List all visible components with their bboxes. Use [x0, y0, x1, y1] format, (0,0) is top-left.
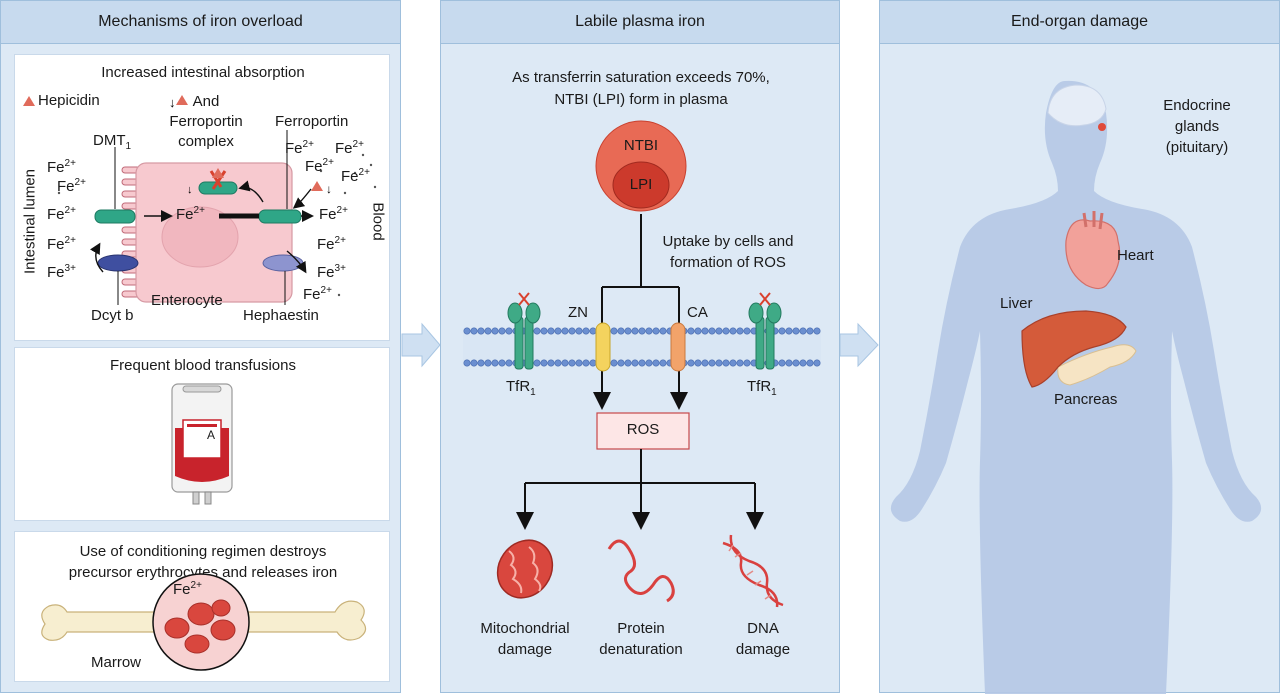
lumen-fe2-2: Fe2+ — [57, 177, 86, 195]
ferroportin-channel — [258, 209, 302, 224]
human-body-silhouette — [890, 80, 1262, 694]
blood-bag-icon — [171, 383, 233, 505]
tfr1-right — [748, 302, 782, 370]
middle-panel-title: Labile plasma iron — [441, 1, 839, 44]
ros-label: ROS — [626, 421, 660, 438]
dmt1-label: DMT1 — [93, 132, 132, 152]
hephaestin-oval — [262, 254, 304, 272]
left-panel-title: Mechanisms of iron overload — [1, 1, 400, 44]
dmt1-channel — [94, 209, 136, 224]
zn-label: ZN — [568, 304, 588, 321]
liver-organ — [1021, 310, 1127, 388]
blood-fe2-5: Fe2+ — [319, 205, 348, 223]
left-panel: Mechanisms of iron overload Increased in… — [0, 0, 401, 693]
outcome-mitochondrial: Mitochondrial damage — [480, 620, 570, 658]
lumen-fe2-3: Fe2+ — [47, 205, 76, 223]
and-ferroportin-complex-label: And Ferroportin complex — [169, 93, 243, 150]
uptake-label: Uptake by cells and formation of ROS — [662, 233, 794, 271]
dcytb-oval — [97, 254, 139, 272]
pancreas-label: Pancreas — [1054, 391, 1118, 408]
blood-fe2-1: Fe2+ — [285, 139, 314, 157]
absorption-heading: Increased intestinal absorption — [101, 64, 305, 81]
blood-fe2-6: Fe2+ — [317, 235, 346, 253]
cytosol-fe2: Fe2+ — [176, 205, 205, 223]
right-panel: End-organ damage Endocrine glands (pitui… — [879, 0, 1280, 694]
hepcidin-triangle — [23, 96, 35, 106]
blood-fe2-3: Fe2+ — [305, 157, 334, 175]
intestinal-absorption-box: Increased intestinal absorption — [14, 54, 390, 341]
liver-label: Liver — [1000, 295, 1033, 312]
right-panel-title: End-organ damage — [880, 1, 1279, 44]
svg-text:↓: ↓ — [326, 182, 332, 196]
hepcidin-label: Hepicidin — [38, 92, 100, 109]
lpi-label: LPI — [629, 176, 653, 193]
conditioning-box: Use of conditioning regimen destroys pre… — [14, 531, 390, 682]
tfr1-left — [507, 302, 541, 370]
pituitary-dot — [1098, 123, 1106, 131]
blood-fe3: Fe3+ — [317, 263, 346, 281]
blood-bag-label: A — [207, 428, 216, 442]
tfr1-left-label: TfR1 — [506, 378, 536, 398]
bone-marrow-icon — [41, 573, 367, 671]
outcome-dna: DNA damage — [735, 620, 791, 658]
blood-fe2-2: Fe2+ — [335, 139, 364, 157]
lumen-fe2-4: Fe2+ — [47, 235, 76, 253]
blood-label: Blood — [369, 202, 387, 241]
dcytb-label: Dcyt b — [91, 307, 134, 324]
marrow-fe2: Fe2+ — [173, 580, 202, 598]
hephaestin-label: Hephaestin — [243, 307, 319, 324]
transfusion-box: Frequent blood transfusions A — [14, 347, 390, 521]
middle-panel: Labile plasma iron As transferrin satura… — [440, 0, 840, 693]
lumen-fe3: Fe3+ — [47, 263, 76, 281]
transfusion-heading: Frequent blood transfusions — [110, 357, 296, 374]
endocrine-label: Endocrine glands (pituitary) — [1163, 97, 1231, 156]
heart-organ — [1065, 211, 1121, 290]
enterocyte-diagram: ↓ ↓ ↓ — [23, 95, 377, 305]
ca-channel — [670, 322, 686, 372]
labile-iron-pathway — [463, 120, 821, 608]
ntbi-label: NTBI — [623, 137, 659, 154]
svg-text:↓: ↓ — [169, 95, 176, 110]
lpi-circle — [612, 161, 670, 209]
marrow-label: Marrow — [91, 654, 142, 671]
zn-channel — [595, 322, 611, 372]
tfr1-right-label: TfR1 — [747, 378, 777, 398]
protein-squiggle-icon — [607, 539, 675, 603]
intestinal-lumen-label: Intestinal lumen — [21, 168, 39, 275]
lumen-fe2-1: Fe2+ — [47, 158, 76, 176]
transferrin-intro: As transferrin saturation exceeds 70%, N… — [512, 69, 770, 108]
ca-label: CA — [687, 304, 708, 321]
blood-fe2-7: Fe2+ — [303, 285, 332, 303]
pancreas-organ — [1057, 344, 1137, 386]
ros-box — [596, 412, 690, 450]
ferroportin-label: Ferroportin — [275, 113, 349, 130]
enterocyte-label: Enterocyte — [151, 292, 223, 309]
nucleus — [161, 206, 239, 268]
blood-fe2-4: Fe2+ — [341, 167, 370, 185]
outcome-protein: Protein denaturation — [599, 620, 683, 658]
mitochondrion-icon — [496, 539, 554, 599]
heart-label: Heart — [1117, 247, 1154, 264]
svg-text:↓: ↓ — [187, 184, 193, 196]
